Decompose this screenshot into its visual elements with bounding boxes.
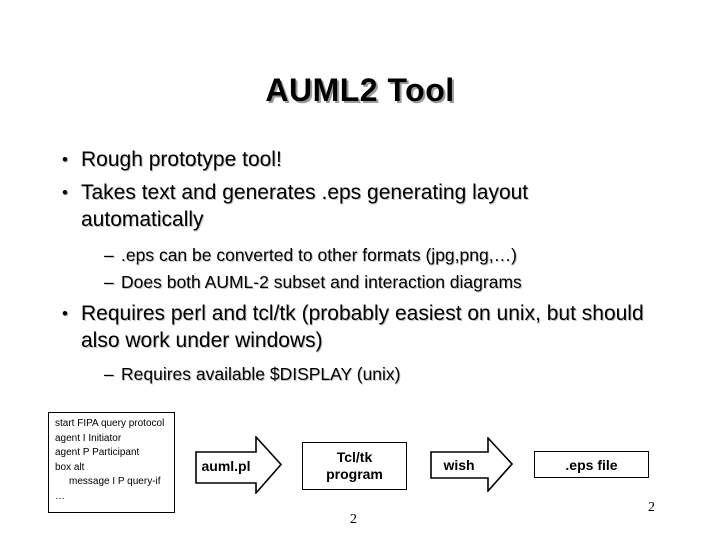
auml-pl-arrow: auml.pl xyxy=(195,436,283,494)
code-line: agent P Participant xyxy=(55,447,140,458)
bullet-text: Rough prototype tool! xyxy=(81,148,282,171)
bullet-text: Requires perl and tcl/tk (probably easie… xyxy=(81,302,644,352)
box-label: Tcl/tk program xyxy=(326,449,383,482)
page-number: 2 xyxy=(648,500,655,515)
slide-title: AUML2 Tool xyxy=(265,72,455,108)
bullet-marker-icon: • xyxy=(62,150,68,169)
dash-marker-icon: – xyxy=(104,364,114,384)
code-line: start FIPA query protocol xyxy=(55,418,165,429)
dash-marker-icon: – xyxy=(104,245,114,265)
bullet-marker-icon: • xyxy=(62,304,68,323)
bullet-item: • Requires perl and tcl/tk (probably eas… xyxy=(62,300,671,354)
eps-file-box: .eps file xyxy=(534,451,649,478)
bullet-item: • Rough prototype tool! xyxy=(62,146,282,173)
dash-marker-icon: – xyxy=(104,272,114,292)
box-label: .eps file xyxy=(565,456,618,473)
bullet-marker-icon: • xyxy=(62,183,68,202)
bullet-text: Takes text and generates .eps generating… xyxy=(81,181,529,231)
sub-bullet-item: – Requires available $DISPLAY (unix) xyxy=(104,361,401,387)
bullet-item: • Takes text and generates .eps generati… xyxy=(62,179,626,233)
code-line: message I P query-if xyxy=(69,476,161,487)
sub-bullet-item: – Does both AUML-2 subset and interactio… xyxy=(104,269,522,295)
tcltk-program-box: Tcl/tk program xyxy=(302,442,407,490)
code-line: agent I Initiator xyxy=(55,432,122,444)
right-arrow-icon xyxy=(430,437,514,492)
arrow-label: auml.pl xyxy=(201,458,251,474)
sub-bullet-item: – .eps can be converted to other formats… xyxy=(104,242,517,268)
code-line: … xyxy=(55,490,65,502)
page-number: 2 xyxy=(350,512,357,527)
protocol-source-text-box: start FIPA query protocol agent I Initia… xyxy=(48,412,175,513)
bullet-text: Does both AUML-2 subset and interaction … xyxy=(121,272,522,292)
wish-arrow: wish xyxy=(430,437,514,492)
bullet-text: Requires available $DISPLAY (unix) xyxy=(121,364,401,384)
bullet-text: .eps can be converted to other formats (… xyxy=(121,245,517,265)
right-arrow-icon xyxy=(195,436,283,494)
arrow-label: wish xyxy=(443,457,475,473)
code-line: box alt xyxy=(55,461,85,473)
